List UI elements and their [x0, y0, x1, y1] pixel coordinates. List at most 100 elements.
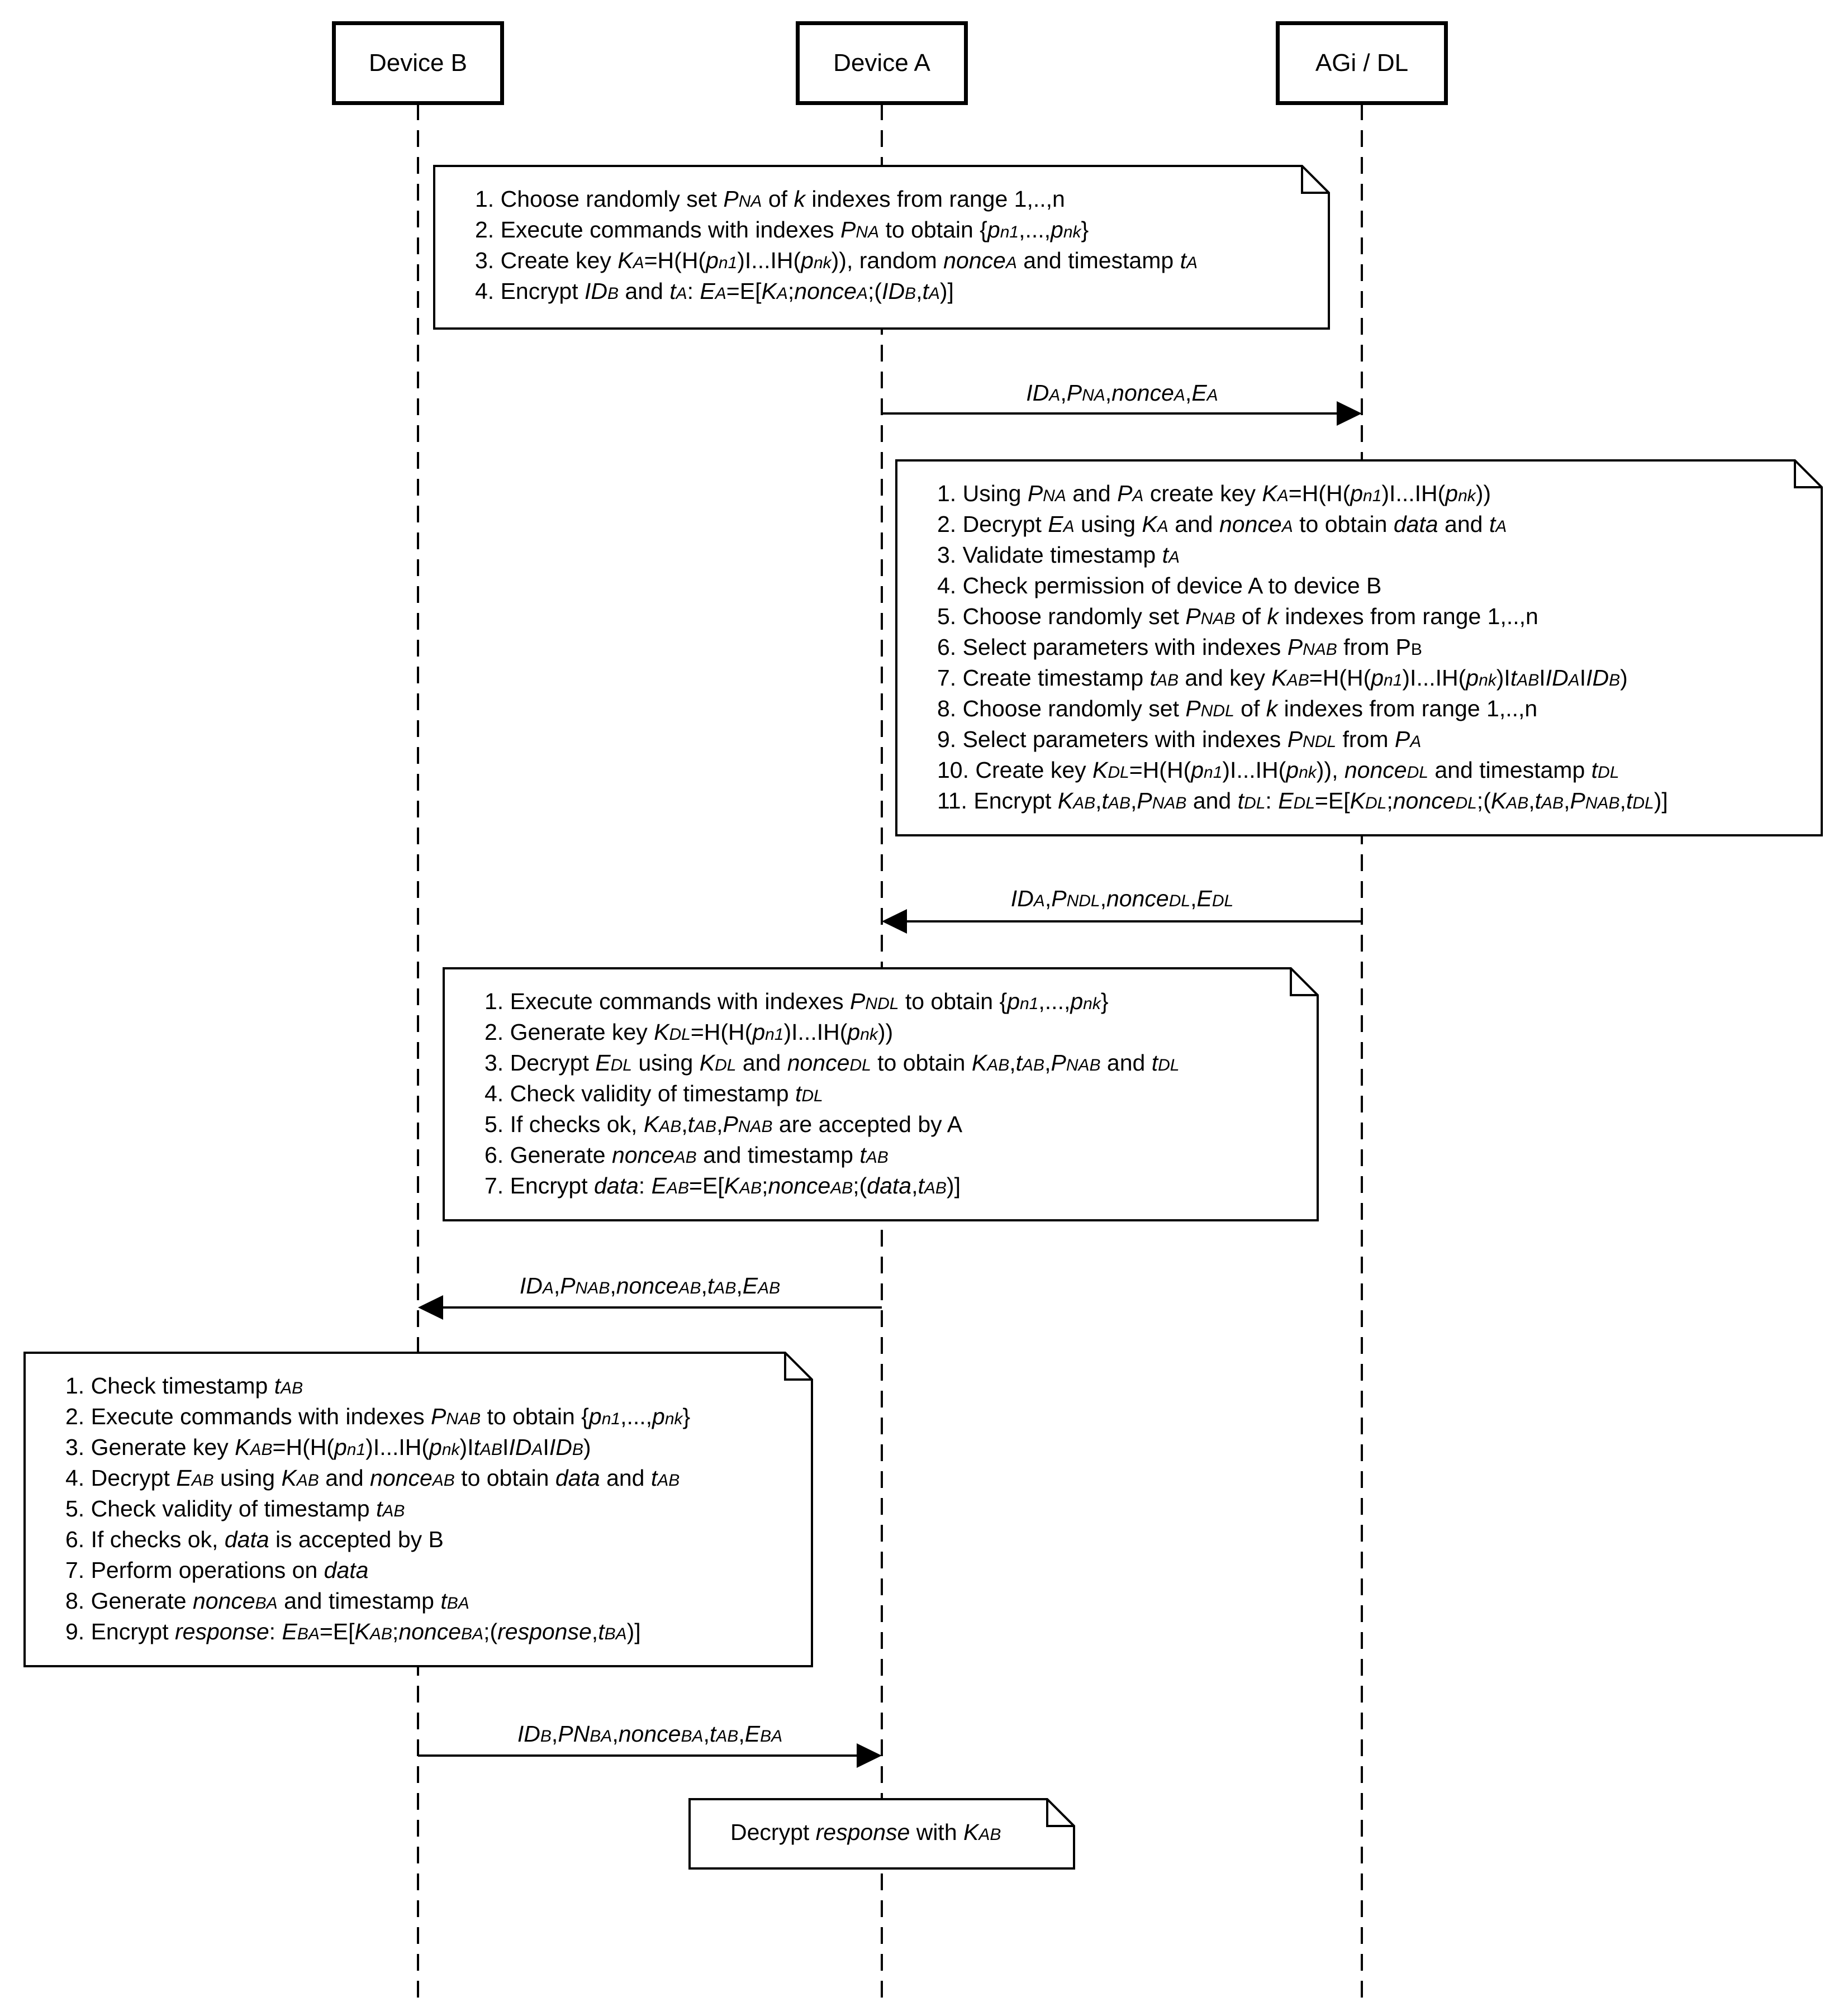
subscript: AB [250, 1440, 273, 1459]
math-symbol: K [699, 1050, 715, 1076]
text-run: 4. Decrypt [65, 1465, 177, 1491]
subscript: AB [382, 1502, 405, 1520]
subscript: AB [866, 1148, 889, 1167]
subscript: A [1132, 487, 1144, 505]
text-run: and [1438, 511, 1489, 537]
math-symbol: P [1117, 481, 1133, 506]
note-line: 2. Execute commands with indexes PNA to … [475, 215, 1198, 245]
subscript: n1 [1204, 763, 1223, 782]
text-run: )] [939, 278, 954, 304]
text-run: using [213, 1465, 282, 1491]
subscript: AB [1517, 671, 1540, 689]
text-run: , [1044, 886, 1052, 911]
math-symbol: nonce [370, 1465, 433, 1491]
text-run: )I...IH( [783, 1019, 848, 1045]
math-symbol: data [1393, 511, 1438, 537]
math-symbol: E [595, 1050, 611, 1076]
math-symbol: P [1394, 726, 1410, 752]
note-line: 2. Generate key KDL=H(H(pn1)I...IH(pnk)) [484, 1017, 1180, 1048]
note-agi-process: 1. Using PNA and PA create key KA=H(H(pn… [895, 459, 1823, 836]
math-symbol: P [1287, 634, 1303, 660]
math-symbol: p [1466, 665, 1479, 691]
text-run: )I...IH( [737, 248, 801, 273]
text-run: , [551, 1721, 558, 1747]
text-run: ,..., [620, 1404, 653, 1429]
subscript: BA [255, 1594, 278, 1613]
math-symbol: p [706, 248, 719, 273]
math-symbol: K [724, 1173, 740, 1199]
text-run: and [736, 1050, 787, 1076]
text-run: , [1105, 380, 1112, 406]
math-symbol: nonce [794, 278, 857, 304]
math-symbol: p [652, 1404, 665, 1429]
text-run: 2. Execute commands with indexes [65, 1404, 431, 1429]
text-run: indexes from range 1,..,n [805, 186, 1065, 212]
math-symbol: P [1570, 788, 1585, 814]
text-run: , [1190, 886, 1197, 911]
text-run: ; [762, 1173, 768, 1199]
subscript: A [715, 284, 726, 303]
text-run: 3. Validate timestamp [937, 542, 1162, 568]
note-line: 3. Generate key KAB=H(H(pn1)I...IH(pnk)I… [65, 1432, 690, 1463]
text-run: is accepted by B [269, 1527, 444, 1552]
math-symbol: ID [1586, 665, 1609, 691]
math-symbol: E [744, 1721, 761, 1747]
text-run: to obtain [1293, 511, 1394, 537]
subscript: NAB [1066, 1056, 1101, 1074]
text-run: to obtain { [481, 1404, 589, 1429]
subscript: AB [1108, 794, 1130, 812]
text-run: ;( [483, 1619, 498, 1644]
subscript: A [1157, 517, 1168, 536]
text-run: =H(H( [272, 1434, 334, 1460]
text-run: 1. Using [937, 481, 1028, 506]
text-run: and timestamp [696, 1142, 860, 1168]
note-line: 4. Check permission of device A to devic… [937, 570, 1668, 601]
text-run: to obtain { [899, 988, 1008, 1014]
math-symbol: K [971, 1050, 987, 1076]
text-run: 3. Decrypt [484, 1050, 596, 1076]
note-frame [443, 967, 1319, 1221]
math-symbol: P [840, 217, 856, 242]
text-run: } [1081, 217, 1089, 242]
math-symbol: ID [517, 1721, 540, 1747]
text-run: ,..., [1019, 217, 1051, 242]
note-line: 10. Create key KDL=H(H(pn1)I...IH(pnk)),… [937, 755, 1668, 786]
subscript: nk [860, 1025, 878, 1044]
math-symbol: t [709, 1721, 716, 1747]
text-run: , [716, 1111, 723, 1137]
text-run: , [701, 1273, 707, 1299]
text-run: 10. Create key [937, 757, 1093, 783]
math-symbol: p [334, 1434, 347, 1460]
arrowhead-2 [882, 909, 907, 934]
subscript: AB [716, 1727, 739, 1746]
subscript: n1 [601, 1410, 621, 1428]
math-symbol: K [1350, 788, 1365, 814]
math-symbol: t [473, 1434, 480, 1460]
subscript: AB [369, 1625, 392, 1643]
subscript: B [540, 1727, 552, 1746]
text-run: 4. Check validity of timestamp [484, 1081, 795, 1106]
math-symbol: t [598, 1619, 605, 1644]
math-symbol: E [651, 1173, 667, 1199]
actor-agi-dl: AGi / DL [1276, 21, 1448, 105]
text-run: , [681, 1111, 688, 1137]
text-run: : [1265, 788, 1279, 814]
math-symbol: ID [882, 278, 905, 304]
math-symbol: ID [1545, 665, 1569, 691]
subscript: n1 [1363, 487, 1382, 505]
text-run: and timestamp [277, 1588, 441, 1614]
text-run: } [1100, 988, 1109, 1014]
text-run: ) [583, 1434, 591, 1460]
text-run: , [916, 278, 923, 304]
subscript: DL [1407, 763, 1428, 782]
note-line: 8. Choose randomly set PNDL of k indexes… [937, 693, 1668, 724]
text-run: : [269, 1619, 282, 1644]
text-run: : [638, 1173, 652, 1199]
math-symbol: p [1445, 481, 1459, 506]
subscript: NA [1082, 386, 1105, 405]
text-run: =E[ [688, 1173, 724, 1199]
subscript: AB [678, 1279, 701, 1297]
text-run: =H(H( [1288, 481, 1351, 506]
math-symbol: P [723, 1111, 738, 1137]
subscript: DL [1455, 794, 1477, 812]
